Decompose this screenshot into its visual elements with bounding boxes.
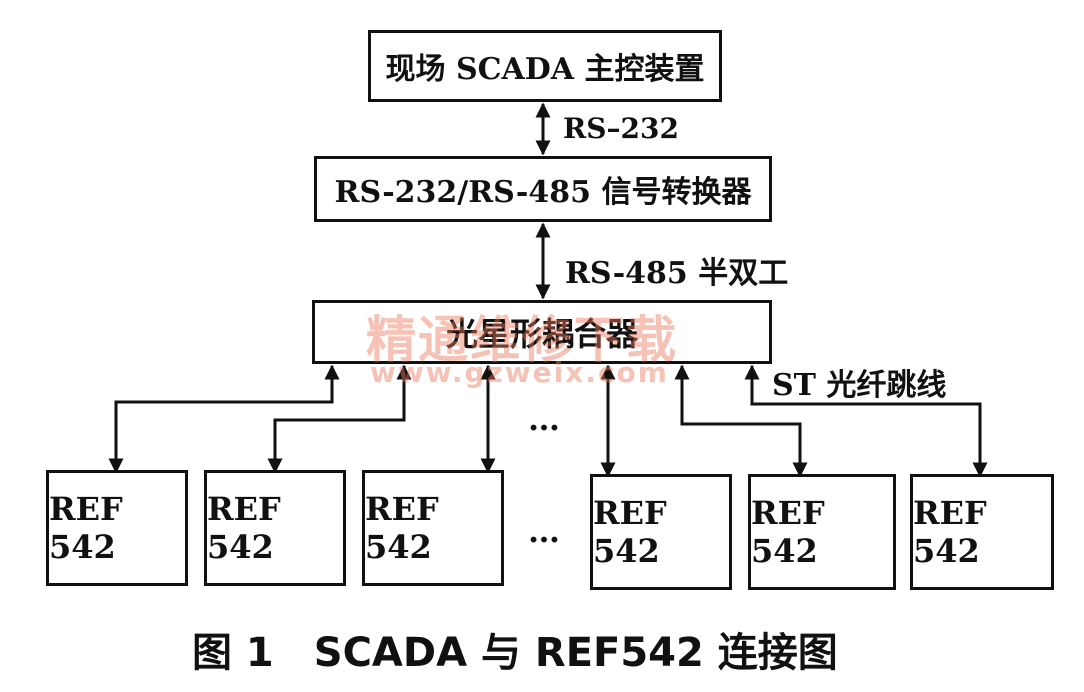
ref542-device-4: REF 542: [590, 474, 732, 590]
ref542-label: REF 542: [207, 490, 281, 566]
star-coupler-label: 光星形耦合器: [445, 315, 638, 353]
ellipsis-upper: …: [528, 400, 560, 438]
watermark-title: 精通维修下载: [366, 311, 678, 369]
ellipsis-lower: …: [528, 512, 560, 550]
rs232-label: RS–232: [563, 112, 679, 145]
converter-box: RS-232/RS-485 信号转换器: [314, 156, 772, 222]
ref542-device-3: REF 542: [362, 470, 504, 586]
scada-master-label: 现场 SCADA 主控装置: [385, 52, 705, 87]
fiber-link-2: [267, 364, 412, 474]
ref542-device-5: REF 542: [748, 474, 896, 590]
ref542-device-2: REF 542: [204, 470, 346, 586]
fiber-jumper-label: ST 光纤跳线: [772, 368, 947, 403]
figure-caption: 图 1 SCADA 与 REF542 连接图: [192, 630, 838, 676]
ref542-label: REF 542: [751, 494, 825, 570]
ref542-label: REF 542: [49, 490, 123, 566]
rs485-label: RS-485 半双工: [565, 256, 789, 291]
star-coupler-box: 光星形耦合器: [312, 300, 772, 364]
ref542-label: REF 542: [365, 490, 439, 566]
ref542-label: REF 542: [593, 494, 667, 570]
watermark-url: www.gzweix.com: [370, 356, 669, 389]
scada-master-box: 现场 SCADA 主控装置: [368, 30, 722, 102]
converter-label: RS-232/RS-485 信号转换器: [334, 175, 752, 210]
ref542-device-6: REF 542: [910, 474, 1054, 590]
fiber-link-6: [744, 364, 988, 478]
ref542-device-1: REF 542: [46, 470, 188, 586]
ref542-label: REF 542: [913, 494, 987, 570]
